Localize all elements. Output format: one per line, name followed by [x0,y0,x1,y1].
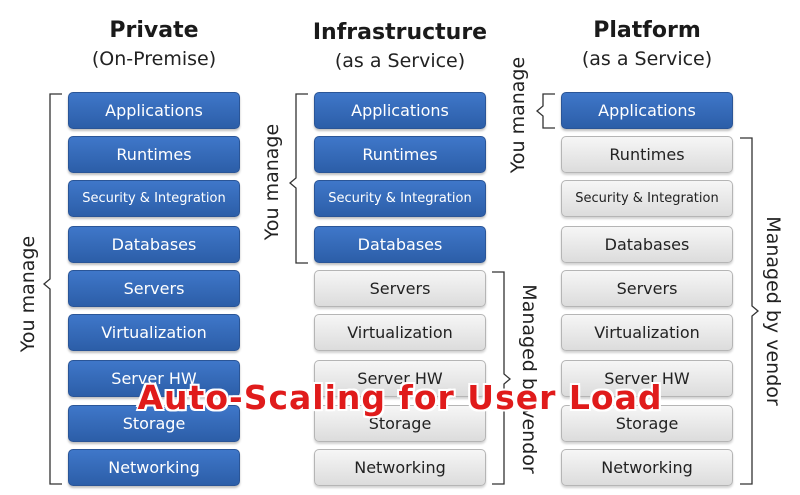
paas-tile-networking: Networking [561,449,733,486]
iaas-tile-servers: Servers [314,270,486,307]
iaas-tile-runtimes: Runtimes [314,136,486,173]
iaas-title: Infrastructure [312,20,488,45]
paas-tile-security: Security & Integration [561,180,733,217]
iaas-you-manage-label: You manage [261,123,283,241]
private-title: Private [109,18,199,43]
private-tile-virtualization: Virtualization [68,314,240,351]
iaas-tile-security: Security & Integration [314,180,486,217]
private-you-manage-label: You manage [17,235,39,353]
iaas-tile-server-hw: Server HW [314,360,486,397]
private-tile-servers: Servers [68,270,240,307]
iaas-tile-applications: Applications [314,92,486,129]
paas-tile-virtualization: Virtualization [561,314,733,351]
iaas-tile-storage: Storage [314,405,486,442]
private-tile-networking: Networking [68,449,240,486]
private-tile-security: Security & Integration [68,180,240,217]
iaas-tile-databases: Databases [314,226,486,263]
private-tile-databases: Databases [68,226,240,263]
private-tile-storage: Storage [68,405,240,442]
paas-you-manage-bracket [535,93,555,129]
private-tile-runtimes: Runtimes [68,136,240,173]
overlay-caption: Auto-Scaling for User Load [137,378,663,417]
paas-managed-by-vendor-bracket [740,137,760,485]
iaas-tile-virtualization: Virtualization [314,314,486,351]
iaas-tile-networking: Networking [314,449,486,486]
paas-you-manage-label: You manage [507,56,529,174]
iaas-managed-by-vendor-bracket [492,271,512,485]
paas-subtitle: (as a Service) [581,48,713,70]
private-subtitle: (On-Premise) [91,48,217,70]
private-tile-server-hw: Server HW [68,360,240,397]
paas-title: Platform [593,18,701,43]
paas-tile-storage: Storage [561,405,733,442]
private-tile-applications: Applications [68,92,240,129]
iaas-subtitle: (as a Service) [334,50,466,72]
paas-tile-servers: Servers [561,270,733,307]
paas-tile-server-hw: Server HW [561,360,733,397]
paas-tile-applications: Applications [561,92,733,129]
iaas-you-manage-bracket [288,93,308,264]
paas-tile-databases: Databases [561,226,733,263]
private-you-manage-bracket [42,93,62,485]
paas-tile-runtimes: Runtimes [561,136,733,173]
